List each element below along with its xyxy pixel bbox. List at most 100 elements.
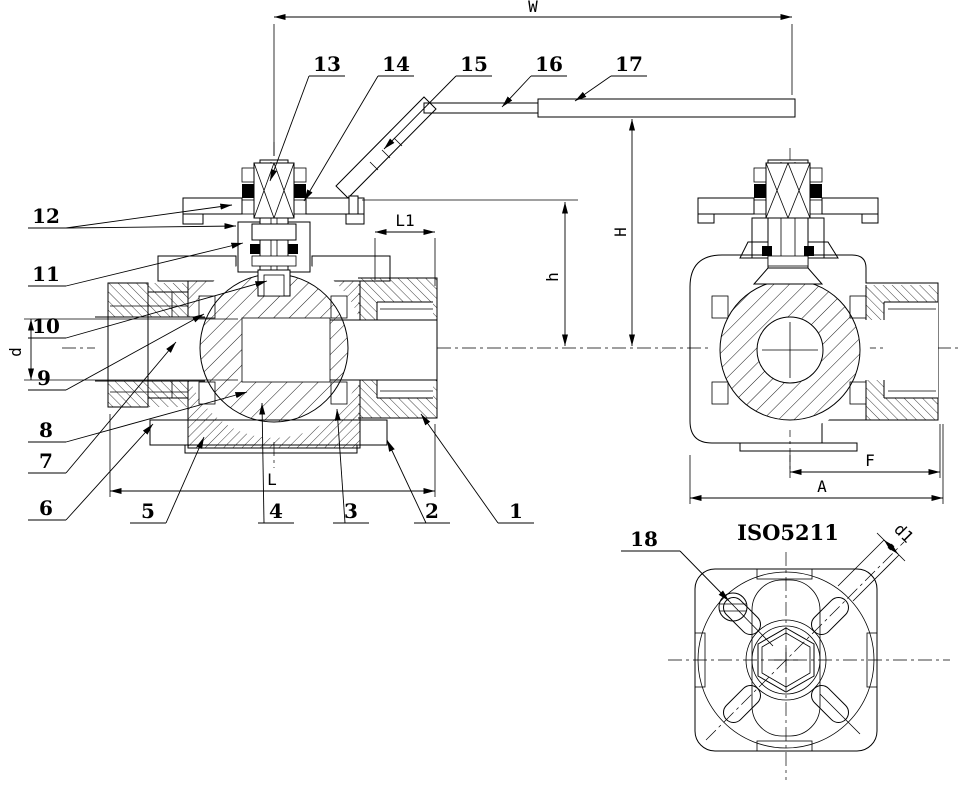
gland-follower <box>251 223 297 241</box>
dim-H: H <box>611 118 636 346</box>
front-section-view <box>95 96 796 454</box>
callout-1: 1 <box>420 413 534 524</box>
svg-text:9: 9 <box>37 366 51 390</box>
thrust-washer <box>251 255 297 267</box>
dim-h: h <box>362 199 578 346</box>
dim-W: W <box>273 0 793 156</box>
stem-seal <box>250 244 260 254</box>
callout-15: 15 <box>383 52 492 150</box>
svg-text:12: 12 <box>32 204 60 228</box>
svg-text:7: 7 <box>39 449 53 473</box>
svg-text:11: 11 <box>32 262 60 286</box>
svg-text:4: 4 <box>269 499 283 523</box>
side-body-section <box>689 254 939 444</box>
callout-4: 4 <box>258 402 294 524</box>
callout-14: 14 <box>303 52 414 202</box>
callout-5: 5 <box>130 436 205 524</box>
bottom-mounting-pad <box>184 444 358 454</box>
dim-d-label: d <box>6 347 25 357</box>
svg-text:15: 15 <box>460 52 488 76</box>
packing <box>241 167 255 183</box>
dim-w-label: W <box>528 0 538 16</box>
handle <box>335 96 796 215</box>
mounting-wing-right <box>305 197 365 215</box>
svg-text:17: 17 <box>615 52 643 76</box>
callout-8: 8 <box>28 391 248 443</box>
dim-h-stem-label: h <box>543 272 562 282</box>
callout-7: 7 <box>28 341 177 474</box>
packing <box>753 199 767 215</box>
side-section-view <box>689 159 939 452</box>
callout-16: 16 <box>501 52 567 108</box>
side-bottom-pad <box>739 442 858 452</box>
dim-l-label: L <box>267 470 277 489</box>
dim-f-label: F <box>865 451 875 470</box>
handle-sleeve <box>538 99 795 117</box>
mounting-screw <box>718 592 748 622</box>
side-right-port <box>865 285 938 420</box>
bottom-view-diagonal-centerline <box>705 541 905 741</box>
callout-2: 2 <box>386 439 450 524</box>
stem-assembly <box>182 159 365 273</box>
svg-text:1: 1 <box>509 499 523 523</box>
callout-3: 3 <box>333 408 369 524</box>
bolt-circle <box>697 571 875 749</box>
dim-L: L <box>109 414 436 497</box>
svg-text:13: 13 <box>313 52 341 76</box>
packing <box>809 167 823 183</box>
packing-seal <box>754 184 766 198</box>
pad-tab-bottom <box>756 740 813 752</box>
svg-text:2: 2 <box>425 499 439 523</box>
callout-18: 18 <box>621 527 774 647</box>
side-seats <box>711 295 867 405</box>
svg-text:5: 5 <box>141 499 155 523</box>
svg-text:8: 8 <box>39 418 53 442</box>
svg-text:10: 10 <box>32 314 60 338</box>
seat-rings <box>198 295 348 405</box>
ball-bore <box>241 317 331 383</box>
right-end-connector <box>330 277 438 419</box>
stem-seal <box>804 246 814 256</box>
stem-ball-joint <box>752 267 824 285</box>
callout-13: 13 <box>269 52 345 182</box>
stem-seal <box>762 246 772 256</box>
packing-seal <box>294 184 306 198</box>
callout-6: 6 <box>28 423 154 521</box>
stem-seal <box>288 244 298 254</box>
dim-d: d <box>6 318 238 381</box>
side-wing-right <box>821 197 879 215</box>
packing <box>809 199 823 215</box>
part-callouts: 1 2 3 4 5 6 7 8 <box>28 52 774 647</box>
dim-a-label: A <box>817 477 827 496</box>
stem-hex <box>757 627 815 693</box>
dim-F: F <box>789 424 941 478</box>
packing <box>241 199 255 215</box>
svg-text:18: 18 <box>630 527 658 551</box>
dim-d1: d1 <box>837 520 917 602</box>
side-stem-assembly <box>697 159 879 285</box>
packing-seal <box>242 184 254 198</box>
packing-seal <box>810 184 822 198</box>
handle-arm <box>335 96 437 199</box>
side-stem-nut <box>765 162 811 219</box>
dim-l1-label: L1 <box>395 211 414 230</box>
iso5211-label: ISO5211 <box>737 520 839 545</box>
svg-text:3: 3 <box>344 499 358 523</box>
callout-17: 17 <box>574 52 647 102</box>
callout-9: 9 <box>28 313 205 391</box>
callout-12: 12 <box>28 203 237 230</box>
side-wing-left <box>697 197 755 215</box>
stem-housing-bottom <box>745 579 827 737</box>
svg-text:14: 14 <box>382 52 410 76</box>
svg-text:6: 6 <box>39 496 53 520</box>
side-ball <box>719 279 861 421</box>
ball <box>199 273 349 423</box>
callout-11: 11 <box>28 242 244 287</box>
stem-tang <box>257 269 291 297</box>
dim-d1-label: d1 <box>890 520 917 547</box>
svg-text:16: 16 <box>535 52 563 76</box>
pad-notch-left <box>694 632 706 688</box>
handle-stop-tab <box>348 195 359 215</box>
dim-L1: L1 <box>374 211 436 286</box>
